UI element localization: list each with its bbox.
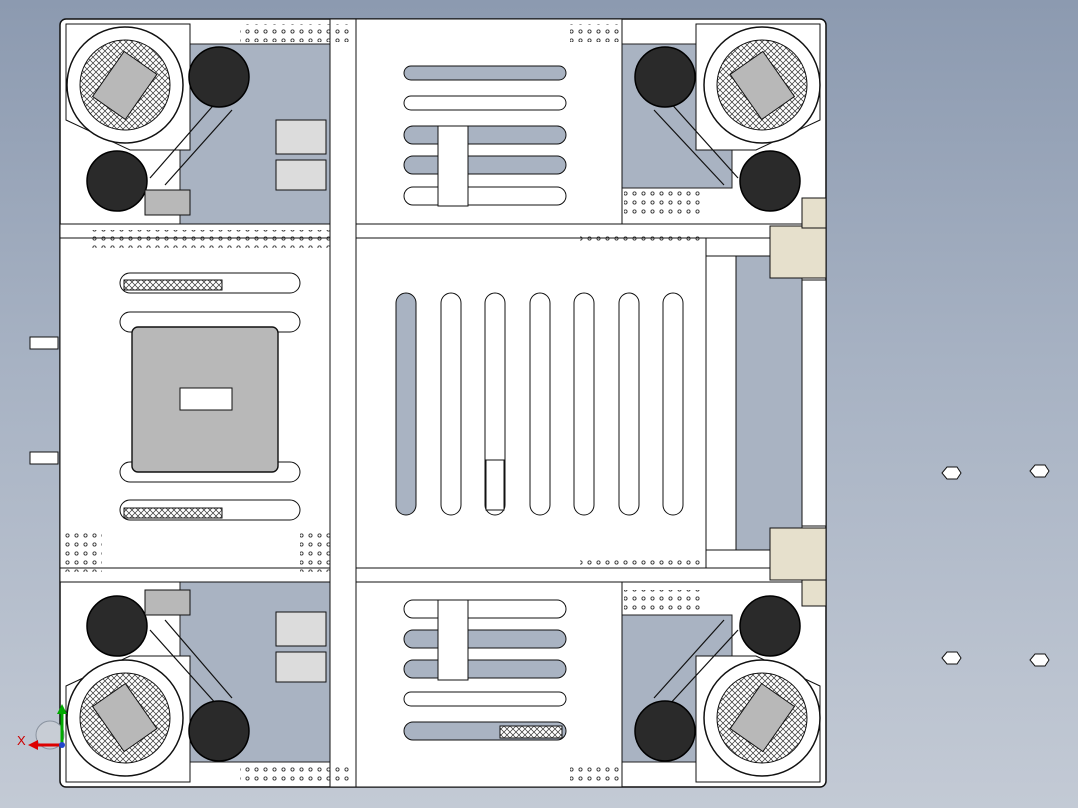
x-axis-label: X: [17, 733, 26, 748]
motor-tl-1: [188, 46, 250, 108]
omni-wheel-module-bl[interactable]: [65, 655, 191, 783]
motor-bl-1: [86, 595, 148, 657]
center-slot-plate[interactable]: [395, 292, 684, 516]
nut-3: [941, 651, 962, 665]
motor-tl-2: [86, 150, 148, 212]
nut-4: [1029, 653, 1050, 667]
floating-nuts[interactable]: [941, 464, 1050, 667]
motor-br-2: [634, 700, 696, 762]
motor-br-1: [739, 595, 801, 657]
edge-connectors: [29, 336, 59, 465]
coordinate-triad: X: [17, 704, 67, 750]
omni-wheel-module-tr[interactable]: [695, 23, 821, 151]
hole-strips: [62, 24, 702, 782]
drive-belts: [149, 99, 739, 707]
motor-tr-1: [634, 46, 696, 108]
drive-motors[interactable]: [86, 46, 801, 762]
nut-2: [1029, 464, 1050, 478]
omni-wheel-module-br[interactable]: [695, 655, 821, 783]
left-panel[interactable]: [59, 237, 331, 569]
bottom-center-plate[interactable]: [355, 581, 623, 788]
motor-bl-2: [188, 700, 250, 762]
linear-actuators: [144, 119, 327, 683]
nut-1: [941, 466, 962, 480]
top-center-plate[interactable]: [355, 18, 623, 225]
right-panel[interactable]: [705, 197, 827, 607]
motor-tr-2: [739, 150, 801, 212]
omni-wheel-module-tl[interactable]: [65, 23, 191, 151]
